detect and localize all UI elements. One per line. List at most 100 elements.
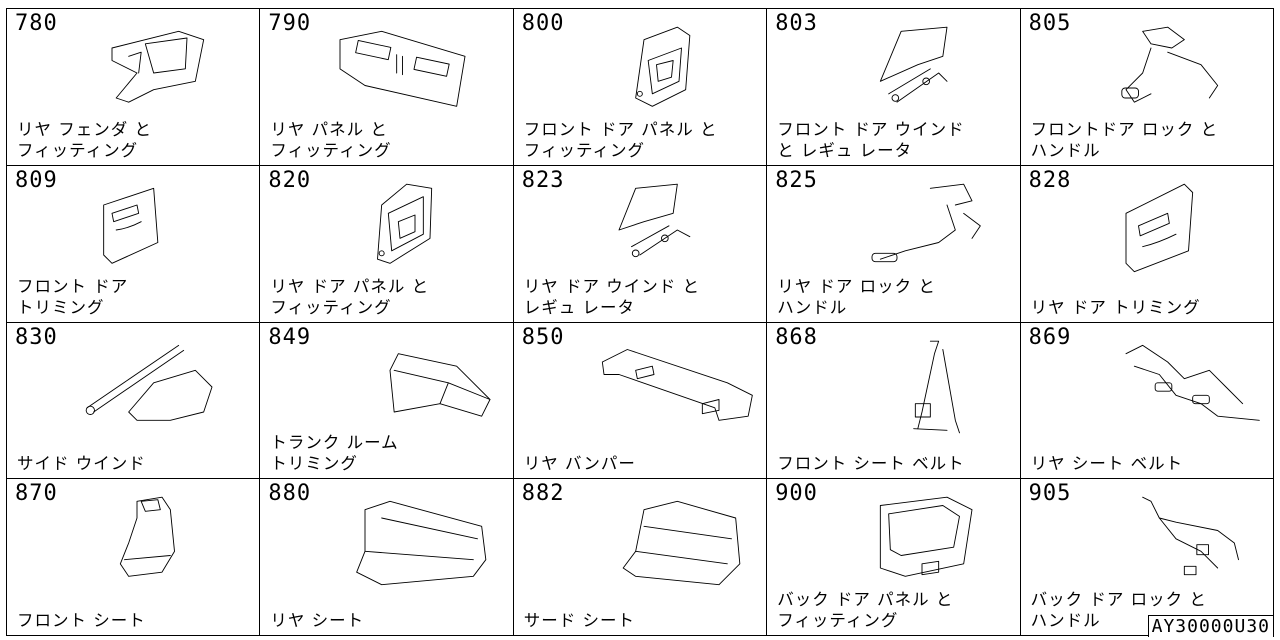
part-label-line-1: リヤ ドア パネル と: [270, 276, 430, 296]
part-label-line-2: と レギュ レータ: [777, 140, 913, 160]
part-label-line-2: フィッティング: [523, 140, 645, 160]
part-cell-882[interactable]: 882 サード シート: [513, 479, 768, 636]
part-label-line-2: トリミング: [17, 297, 105, 317]
part-number: 825: [775, 167, 818, 193]
part-cell-823[interactable]: 823 リヤ ドア ウインド とレギュ レータ: [513, 165, 768, 323]
part-number: 823: [521, 167, 565, 193]
part-label-line-1: フロント ドア: [17, 276, 129, 296]
part-label-line-2: フィッティング: [777, 611, 899, 630]
front-door-panel-icon: [584, 23, 754, 123]
part-label-line-2: フィッティング: [270, 140, 392, 160]
side-window-icon: [77, 337, 247, 437]
part-number: 870: [15, 481, 58, 507]
part-label: リヤ シート ベルト: [1031, 453, 1184, 474]
part-label: リヤ ドア ウインド とレギュ レータ: [524, 276, 700, 318]
part-cell-828[interactable]: 828 リヤ ドア トリミング: [1020, 165, 1274, 323]
part-number: 882: [521, 481, 565, 507]
part-number: 780: [15, 11, 58, 36]
part-label: フロント ドアトリミング: [17, 276, 128, 318]
part-label: リヤ ドア トリミング: [1031, 297, 1201, 318]
part-cell-850[interactable]: 850 リヤ バンパー: [513, 322, 768, 480]
part-label: フロントドア ロック とハンドル: [1031, 119, 1219, 161]
seat-belt-icon: [837, 337, 1007, 437]
part-label-line-1: バック ドア パネル と: [777, 590, 954, 609]
part-label-line-1: リヤ ドア ロック と: [777, 276, 936, 296]
part-label-line-2: トリミング: [270, 454, 358, 474]
part-cell-803[interactable]: 803 フロント ドア ウインドと レギュ レータ: [767, 9, 1021, 166]
back-door-lock-icon: [1091, 493, 1261, 593]
third-seat-icon: [584, 493, 754, 593]
part-number: 820: [268, 167, 312, 193]
rear-door-panel-icon: [330, 180, 500, 280]
part-number: 805: [1028, 11, 1072, 36]
part-label: トランク ルームトリミング: [270, 432, 398, 474]
part-label-line-2: リヤ シート: [270, 611, 365, 630]
part-label-line-1: フロントドア ロック と: [1030, 119, 1219, 139]
part-cell-790[interactable]: 790 リヤ パネル とフィッティング: [260, 9, 514, 166]
part-cell-830[interactable]: 830 サイド ウインド: [7, 322, 261, 480]
part-cell-805[interactable]: 805 フロントドア ロック とハンドル: [1020, 9, 1274, 166]
part-label-line-2: フィッティング: [17, 140, 139, 160]
part-number: 900: [775, 481, 818, 507]
rear-fender-icon: [77, 23, 247, 123]
part-label-line-2: レギュ レータ: [523, 297, 636, 317]
part-cell-905[interactable]: 905 バック ドア ロック とハンドル: [1020, 479, 1274, 636]
part-cell-780[interactable]: 780 リヤ フェンダ とフィッティング: [7, 9, 261, 166]
part-number: 850: [521, 324, 565, 350]
part-cell-900[interactable]: 900 バック ドア パネル とフィッティング: [767, 479, 1021, 636]
rear-bumper-icon: [584, 337, 754, 437]
window-regulator-icon: [837, 23, 1007, 123]
part-label-line-2: リヤ シート ベルト: [1030, 454, 1184, 474]
part-number: 905: [1028, 481, 1072, 507]
back-door-panel-icon: [837, 493, 1007, 593]
door-lock-handle-icon: [1091, 23, 1261, 123]
trunk-trim-icon: [330, 337, 500, 437]
door-trim-icon: [77, 180, 247, 280]
part-number: 828: [1028, 167, 1072, 193]
part-label-line-1: リヤ フェンダ と: [17, 119, 152, 139]
part-label-line-2: ハンドル: [1030, 611, 1101, 630]
rear-window-regulator-icon: [584, 180, 754, 280]
part-cell-820[interactable]: 820 リヤ ドア パネル とフィッティング: [260, 165, 514, 323]
part-label: リヤ フェンダ とフィッティング: [17, 119, 152, 161]
part-number: 790: [268, 11, 312, 36]
part-label: リヤ ドア ロック とハンドル: [777, 276, 936, 318]
part-label: リヤ ドア パネル とフィッティング: [270, 276, 429, 318]
part-number: 809: [15, 167, 58, 193]
part-label-line-2: リヤ ドア トリミング: [1030, 297, 1201, 317]
rear-seat-belt-icon: [1091, 337, 1261, 437]
part-label: フロント ドア ウインドと レギュ レータ: [777, 119, 965, 161]
part-label-line-1: フロント ドア パネル と: [523, 119, 718, 139]
part-label-line-2: フロント シート: [17, 611, 146, 630]
part-label: フロント シート: [17, 610, 146, 631]
rear-panel-icon: [330, 23, 500, 123]
part-cell-870[interactable]: 870 フロント シート: [7, 479, 261, 636]
rear-door-lock-icon: [837, 180, 1007, 280]
part-cell-809[interactable]: 809 フロント ドアトリミング: [7, 165, 261, 323]
part-label: バック ドア ロック とハンドル: [1031, 589, 1207, 631]
part-label-line-1: トランク ルーム: [270, 433, 399, 453]
part-cell-800[interactable]: 800 フロント ドア パネル とフィッティング: [513, 9, 768, 166]
part-label-line-2: フィッティング: [270, 297, 392, 317]
part-number: 869: [1028, 324, 1072, 350]
part-label-line-2: サイド ウインド: [17, 454, 146, 474]
part-label: リヤ パネル とフィッティング: [270, 119, 391, 161]
part-cell-825[interactable]: 825 リヤ ドア ロック とハンドル: [767, 165, 1021, 323]
part-label-line-1: リヤ ドア ウインド と: [523, 276, 701, 296]
part-cell-849[interactable]: 849 トランク ルームトリミング: [260, 322, 514, 480]
part-number: 849: [268, 324, 312, 350]
part-number: 803: [775, 11, 818, 36]
part-number: 830: [15, 324, 58, 350]
part-label-line-2: フロント シート ベルト: [777, 454, 965, 474]
part-cell-869[interactable]: 869 リヤ シート ベルト: [1020, 322, 1274, 480]
part-label-line-2: サード シート: [523, 611, 636, 630]
front-seat-icon: [77, 493, 247, 593]
part-label: バック ドア パネル とフィッティング: [777, 589, 953, 631]
part-label: リヤ バンパー: [524, 453, 636, 474]
part-number: 800: [521, 11, 565, 36]
part-label: フロント シート ベルト: [777, 453, 965, 474]
part-label-line-2: ハンドル: [777, 297, 848, 317]
